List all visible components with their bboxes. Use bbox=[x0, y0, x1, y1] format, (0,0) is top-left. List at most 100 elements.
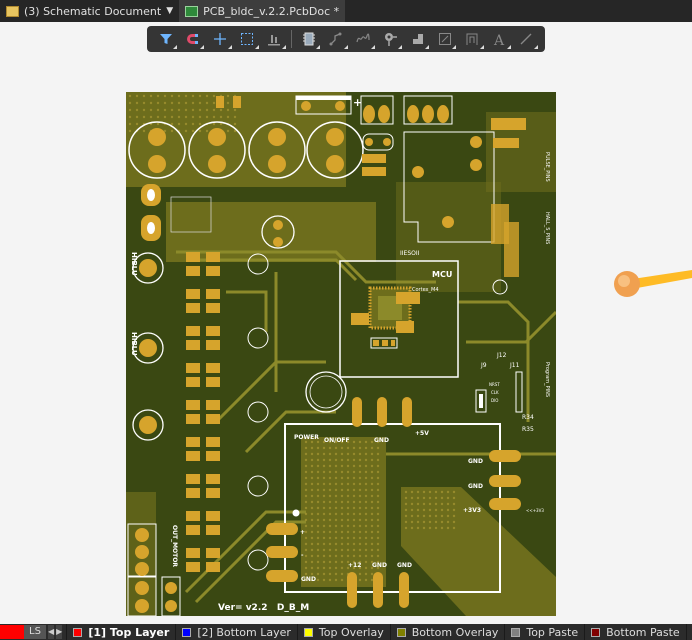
via bbox=[334, 554, 338, 558]
crosshair-icon[interactable] bbox=[207, 28, 232, 50]
filter-icon[interactable] bbox=[153, 28, 178, 50]
scroll-right-icon[interactable]: ▶ bbox=[56, 625, 63, 639]
layer-tab[interactable] bbox=[685, 624, 692, 640]
scroll-left-icon[interactable]: ◀ bbox=[48, 625, 55, 639]
via bbox=[370, 542, 374, 546]
smd-pad bbox=[206, 548, 220, 558]
via bbox=[316, 572, 320, 576]
via bbox=[184, 122, 188, 126]
j9-label: J9 bbox=[480, 362, 487, 369]
via bbox=[328, 548, 332, 552]
via bbox=[370, 560, 374, 564]
smd-pad bbox=[206, 437, 220, 447]
layer-tab[interactable]: [2] Bottom Layer bbox=[175, 624, 297, 640]
via bbox=[328, 554, 332, 558]
via bbox=[328, 446, 332, 450]
via bbox=[149, 115, 153, 119]
smd-pad bbox=[186, 414, 200, 424]
active-bar-toolbar: A bbox=[147, 26, 545, 52]
via bbox=[340, 572, 344, 576]
via bbox=[177, 108, 181, 112]
via bbox=[440, 514, 444, 518]
via bbox=[346, 542, 350, 546]
via bbox=[364, 578, 368, 582]
via bbox=[370, 452, 374, 456]
layer-tab[interactable]: Top Paste bbox=[504, 624, 584, 640]
select-rect-icon[interactable] bbox=[235, 28, 260, 50]
smd-pad bbox=[206, 303, 220, 313]
via bbox=[370, 440, 374, 444]
via bbox=[316, 578, 320, 582]
align-icon[interactable] bbox=[262, 28, 287, 50]
route-icon[interactable] bbox=[323, 28, 348, 50]
via bbox=[422, 526, 426, 530]
polygon-icon[interactable] bbox=[432, 28, 457, 50]
chevron-down-icon[interactable]: ▼ bbox=[166, 6, 174, 16]
keepout-icon[interactable] bbox=[459, 28, 484, 50]
plus-label: + bbox=[300, 529, 305, 536]
layer-color-swatch bbox=[511, 627, 521, 637]
via bbox=[340, 458, 344, 462]
tab-pcb-document[interactable]: PCB_bldc_v.2.2.PcbDoc * bbox=[179, 0, 346, 22]
via bbox=[135, 101, 139, 105]
via bbox=[352, 530, 356, 534]
via bbox=[352, 458, 356, 462]
via bbox=[316, 458, 320, 462]
via bbox=[346, 500, 350, 504]
via bbox=[428, 496, 432, 500]
transistor-outline bbox=[247, 549, 269, 571]
via bbox=[428, 508, 432, 512]
fill-icon[interactable] bbox=[405, 28, 430, 50]
via bbox=[370, 488, 374, 492]
layer-tab[interactable]: Bottom Overlay bbox=[389, 624, 505, 640]
layer-tab[interactable]: Top Overlay bbox=[296, 624, 390, 640]
via bbox=[376, 452, 380, 456]
via bbox=[416, 508, 420, 512]
smd-pad bbox=[206, 363, 220, 373]
via bbox=[358, 452, 362, 456]
via bbox=[310, 482, 314, 486]
smd-pad bbox=[206, 326, 220, 336]
smd-pad bbox=[206, 400, 220, 410]
via bbox=[364, 542, 368, 546]
gnd-label: GND bbox=[397, 562, 412, 569]
magnet-icon[interactable] bbox=[180, 28, 205, 50]
tab-label: (3) Schematic Document bbox=[24, 4, 162, 18]
via bbox=[376, 494, 380, 498]
layer-tab[interactable]: [1] Top Layer bbox=[66, 624, 175, 640]
via bbox=[428, 520, 432, 524]
pcb-board[interactable]: + MCU Cortex_M4 IIESOII bbox=[126, 92, 556, 616]
line-icon[interactable] bbox=[514, 28, 539, 50]
via bbox=[304, 572, 308, 576]
via bbox=[376, 482, 380, 486]
via bbox=[149, 108, 153, 112]
via bbox=[156, 101, 160, 105]
tab-schematic-document[interactable]: (3) Schematic Document ▼ bbox=[0, 0, 179, 22]
via bbox=[316, 566, 320, 570]
right-headers: J9 J12 J11 R34 R35 NRST CLK DIO Program_… bbox=[475, 118, 550, 433]
via bbox=[376, 566, 380, 570]
via bbox=[304, 530, 308, 534]
hiblu-label: HIBLU bbox=[130, 332, 138, 356]
via bbox=[212, 101, 216, 105]
via-pad-icon[interactable] bbox=[378, 28, 403, 50]
smd-pad bbox=[206, 525, 220, 535]
via bbox=[376, 464, 380, 468]
via bbox=[410, 490, 414, 494]
layer-tab[interactable]: Bottom Paste bbox=[584, 624, 686, 640]
via bbox=[452, 520, 456, 524]
layer-set-button[interactable]: LS bbox=[0, 624, 46, 640]
component-icon[interactable] bbox=[296, 28, 321, 50]
plus3v3-net-label: <<+3V3 bbox=[526, 508, 544, 513]
via bbox=[364, 500, 368, 504]
via bbox=[422, 502, 426, 506]
via bbox=[212, 94, 216, 98]
via bbox=[334, 566, 338, 570]
diff-pair-icon[interactable] bbox=[351, 28, 376, 50]
pulse-pins-label: PULSE_PINS bbox=[544, 152, 550, 182]
via bbox=[304, 440, 308, 444]
smd-pad bbox=[206, 451, 220, 461]
via bbox=[149, 101, 153, 105]
via bbox=[310, 518, 314, 522]
text-icon[interactable]: A bbox=[487, 28, 512, 50]
